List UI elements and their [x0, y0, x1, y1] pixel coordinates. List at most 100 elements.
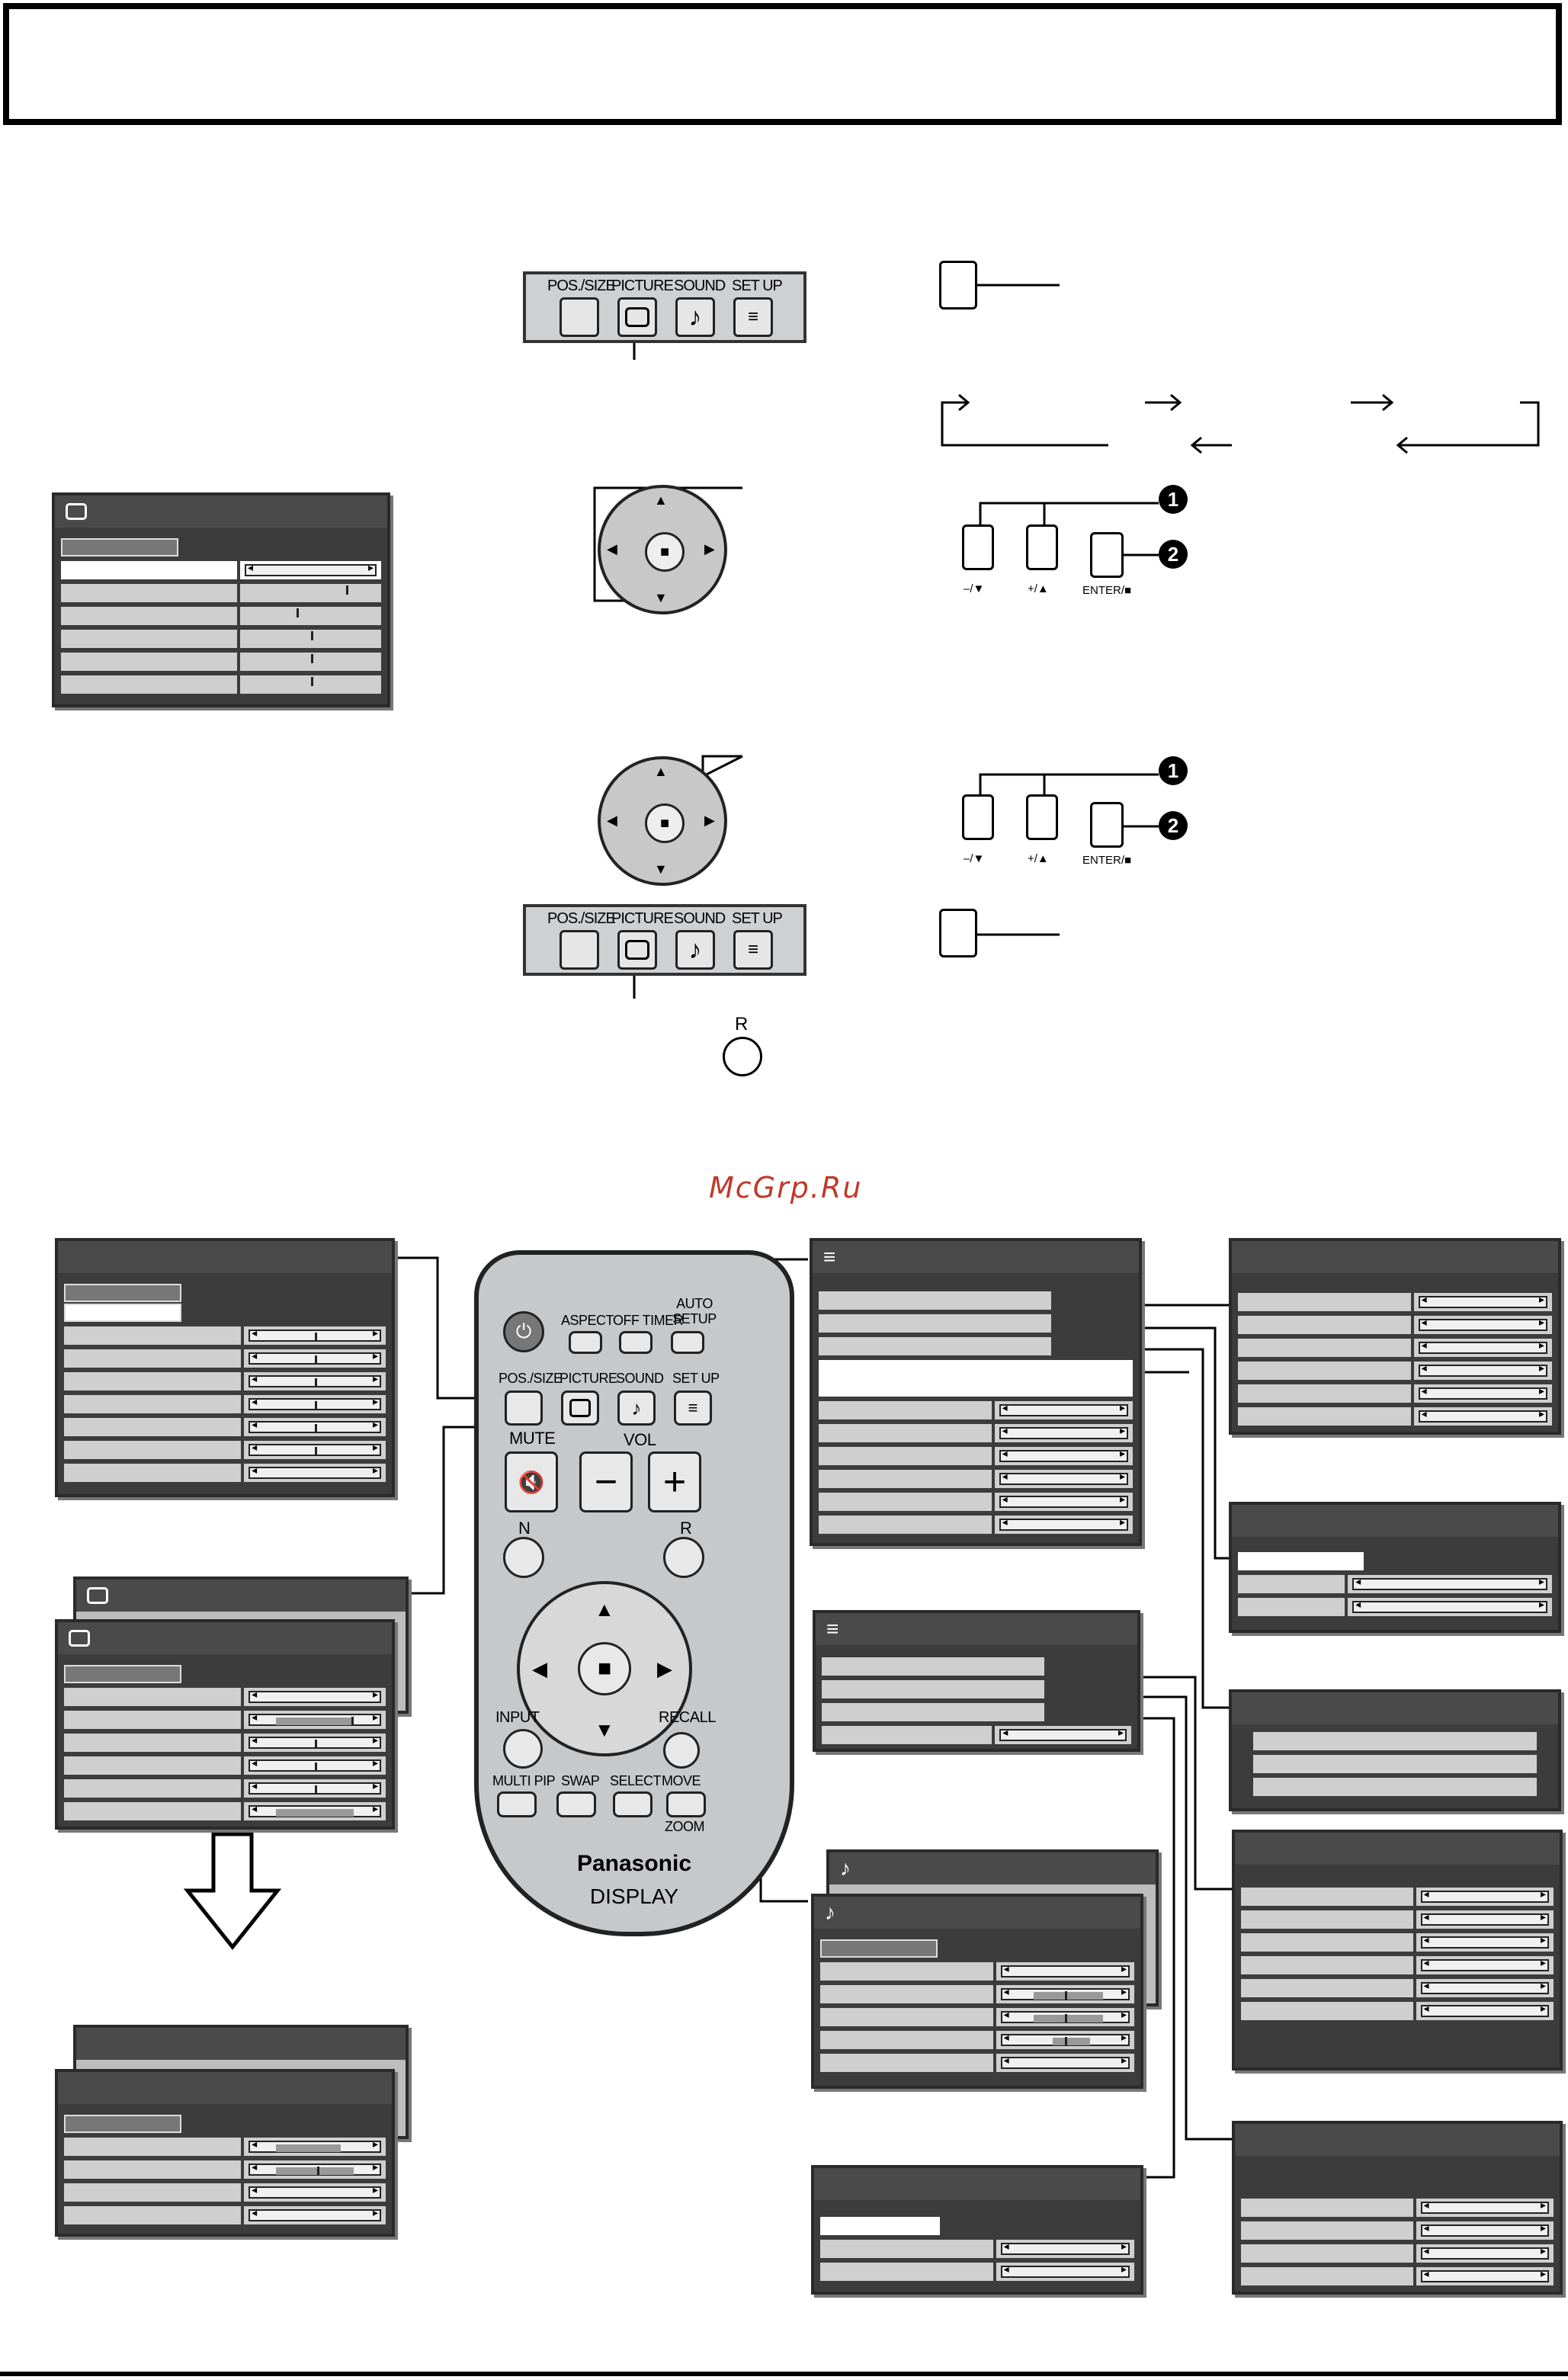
menu-row[interactable] — [1253, 1732, 1537, 1750]
volume-up-button[interactable]: + — [648, 1451, 701, 1512]
down-arrow-icon[interactable]: ▼ — [595, 1718, 614, 1741]
menu-row[interactable] — [64, 1711, 386, 1729]
menu-row[interactable] — [822, 1726, 1131, 1744]
sound-button[interactable]: ♪ — [675, 930, 715, 970]
picture-button[interactable] — [561, 1390, 599, 1426]
menu-row[interactable] — [61, 584, 381, 602]
menu-row[interactable] — [1241, 1910, 1554, 1929]
right-arrow-icon[interactable]: ▶ — [657, 1657, 672, 1680]
menu-row[interactable] — [64, 1802, 386, 1820]
menu-row[interactable] — [820, 1985, 1134, 2003]
menu-row[interactable] — [64, 1441, 386, 1459]
sound-button[interactable]: ♪ — [617, 1390, 656, 1426]
menu-row[interactable] — [1238, 1339, 1552, 1357]
menu-row[interactable] — [64, 1688, 386, 1706]
r-button[interactable] — [663, 1537, 704, 1578]
menu-row[interactable] — [1238, 1293, 1552, 1311]
move-zoom-button[interactable] — [666, 1791, 706, 1817]
auto-setup-button[interactable] — [671, 1331, 704, 1354]
menu-row[interactable] — [819, 1447, 1133, 1465]
enter-button[interactable]: ■ — [645, 532, 685, 572]
cursor-pad-2[interactable]: ■ ▲ ▼ ◀ ▶ — [598, 756, 727, 886]
swap-button[interactable] — [556, 1791, 596, 1817]
menu-row[interactable] — [64, 1756, 386, 1775]
picture-button[interactable] — [617, 297, 657, 337]
aspect-button[interactable] — [569, 1331, 602, 1354]
pos-size-button[interactable] — [505, 1390, 543, 1426]
menu-row[interactable] — [1253, 1755, 1537, 1773]
menu-row[interactable] — [1238, 1552, 1552, 1570]
sound-button[interactable]: ♪ — [675, 297, 715, 337]
menu-row[interactable] — [820, 2008, 1134, 2026]
menu-row[interactable] — [64, 2206, 386, 2224]
menu-row[interactable] — [1241, 1888, 1554, 1906]
menu-row[interactable] — [820, 1962, 1134, 1981]
menu-row[interactable] — [1253, 1778, 1537, 1796]
menu-row[interactable] — [64, 1395, 386, 1413]
menu-row[interactable] — [819, 1401, 1133, 1419]
menu-row[interactable] — [820, 2240, 1134, 2258]
menu-row[interactable] — [61, 675, 381, 694]
menu-row[interactable] — [822, 1703, 1131, 1721]
left-arrow-icon[interactable]: ◀ — [532, 1657, 547, 1680]
menu-row[interactable] — [64, 2183, 386, 2202]
r-button[interactable] — [723, 1037, 762, 1076]
enter-button[interactable]: ■ — [578, 1642, 631, 1695]
menu-row[interactable] — [1241, 1979, 1554, 1997]
menu-row[interactable] — [1238, 1316, 1552, 1334]
menu-row[interactable] — [822, 1680, 1131, 1698]
cursor-pad-1[interactable]: ■ ▲ ▼ ◀ ▶ — [598, 485, 727, 614]
menu-row[interactable] — [64, 1349, 386, 1368]
pos-size-button[interactable] — [560, 297, 599, 337]
menu-row[interactable] — [61, 630, 381, 648]
setup-button[interactable]: ≡ — [733, 930, 773, 970]
menu-row[interactable] — [1241, 2244, 1554, 2263]
menu-row[interactable] — [822, 1657, 1131, 1676]
menu-row[interactable] — [819, 1291, 1133, 1310]
menu-row[interactable] — [1238, 1407, 1552, 1426]
menu-row[interactable] — [1241, 1956, 1554, 1974]
volume-down-button[interactable]: − — [579, 1451, 633, 1512]
menu-row[interactable] — [819, 1314, 1133, 1333]
menu-row[interactable] — [1238, 1362, 1552, 1380]
menu-row[interactable] — [64, 1464, 386, 1482]
menu-row[interactable] — [64, 2160, 386, 2179]
menu-row[interactable] — [819, 1424, 1133, 1442]
menu-row[interactable] — [819, 1360, 1133, 1397]
menu-row[interactable] — [1241, 2199, 1554, 2217]
menu-row[interactable] — [64, 1734, 386, 1752]
menu-row[interactable] — [64, 1418, 386, 1436]
setup-button[interactable]: ≡ — [674, 1390, 712, 1426]
input-button[interactable] — [503, 1729, 543, 1769]
menu-row[interactable] — [61, 607, 381, 625]
pos-size-button[interactable] — [560, 930, 599, 970]
menu-row[interactable] — [819, 1337, 1133, 1355]
select-button[interactable] — [613, 1791, 653, 1817]
menu-row[interactable] — [1238, 1575, 1552, 1593]
multi-pip-button[interactable] — [497, 1791, 537, 1817]
menu-row[interactable] — [1241, 1933, 1554, 1952]
menu-row[interactable] — [64, 1372, 386, 1390]
menu-row[interactable] — [819, 1470, 1133, 1488]
mute-button[interactable]: 🔇 — [505, 1451, 558, 1512]
menu-row[interactable] — [61, 561, 381, 579]
menu-row[interactable] — [820, 2217, 1134, 2235]
remote-cursor-pad[interactable]: ■ ▲ ▼ ◀ ▶ — [517, 1581, 692, 1756]
menu-row[interactable] — [64, 1326, 386, 1345]
menu-row[interactable] — [1241, 2002, 1554, 2020]
power-button[interactable]: ⏻ — [503, 1311, 544, 1352]
menu-row[interactable] — [64, 2138, 386, 2156]
picture-button[interactable] — [617, 930, 657, 970]
menu-row[interactable] — [64, 1779, 386, 1798]
menu-row[interactable] — [820, 2031, 1134, 2049]
n-button[interactable] — [503, 1537, 544, 1578]
menu-row[interactable] — [1238, 1384, 1552, 1403]
menu-row[interactable] — [820, 2263, 1134, 2281]
setup-button[interactable]: ≡ — [733, 297, 773, 337]
up-arrow-icon[interactable]: ▲ — [595, 1598, 614, 1621]
menu-row[interactable] — [819, 1493, 1133, 1511]
menu-row[interactable] — [61, 653, 381, 671]
recall-button[interactable] — [663, 1732, 700, 1769]
enter-button[interactable]: ■ — [645, 803, 685, 843]
menu-row[interactable] — [1238, 1598, 1552, 1616]
